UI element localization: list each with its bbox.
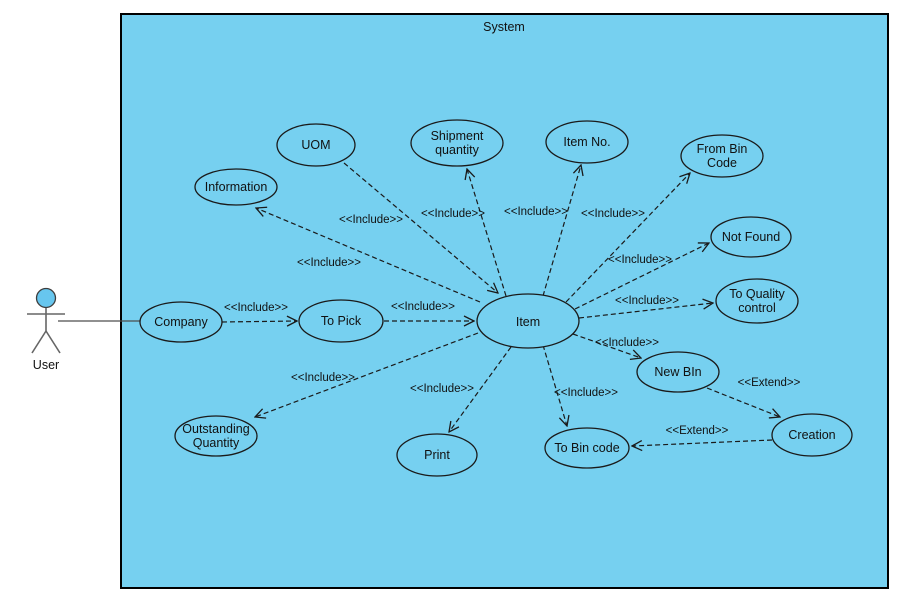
not-found-ellipse[interactable] (710, 216, 792, 258)
to-quality-control-ellipse[interactable] (715, 278, 799, 324)
edge-item-from-bin-code-include[interactable] (565, 173, 690, 303)
edge-label: <<Include>> (504, 206, 568, 218)
edge-creation-to-bin-code-extend[interactable] (632, 439, 773, 446)
use-case-label: control (738, 301, 776, 315)
edge-label: <<Include>> (554, 387, 618, 399)
actor-leg-left (31, 330, 47, 354)
company-ellipse[interactable] (139, 301, 223, 343)
use-case-label: Print (424, 448, 450, 462)
edge-label: <<Include>> (391, 301, 455, 313)
use-case-label: From Bin (697, 142, 748, 156)
use-case-new-bin[interactable]: New BIn (636, 351, 720, 393)
edge-labels: <<Include>> <<Include>> <<Include>> <<In… (224, 206, 801, 437)
edge-uom-item-include[interactable] (343, 162, 498, 293)
edge-item-to-quality-control-include[interactable] (578, 303, 713, 319)
edge-label: <<Include>> (608, 254, 672, 266)
actor-head (35, 287, 57, 309)
use-case-label: UOM (301, 138, 330, 152)
use-case-outstanding-quantity[interactable]: Outstanding Quantity (174, 415, 258, 457)
item-ellipse[interactable] (476, 293, 580, 349)
use-case-label: Creation (788, 428, 835, 442)
edge-label: <<Include>> (421, 208, 485, 220)
system-boundary-title: System (483, 20, 525, 34)
use-case-label: Code (707, 156, 737, 170)
actor-label: User (33, 358, 59, 372)
information-ellipse[interactable] (194, 168, 278, 206)
use-case-uom[interactable]: UOM (276, 123, 356, 167)
use-case-label: Quantity (193, 436, 240, 450)
use-case-item-no[interactable]: Item No. (545, 120, 629, 164)
edge-item-new-bin-include[interactable] (572, 333, 641, 358)
actor-leg-right (45, 330, 61, 354)
edge-label: <<Include>> (581, 208, 645, 220)
edge-label: <<Include>> (615, 295, 679, 307)
use-case-label: Company (154, 315, 208, 329)
use-case-to-bin-code[interactable]: To Bin code (544, 427, 630, 469)
edge-item-to-bin-code-include[interactable] (542, 344, 567, 426)
edge-item-shipment-quantity-include[interactable] (467, 169, 507, 297)
edge-label: <<Include>> (339, 214, 403, 226)
use-case-label: To Bin code (554, 441, 619, 455)
edge-item-print-include[interactable] (449, 346, 512, 432)
edge-label: <<Include>> (595, 337, 659, 349)
use-case-label: Information (205, 180, 268, 194)
edge-item-not-found-include[interactable] (574, 243, 709, 310)
edge-company-to-pick-include[interactable] (221, 321, 297, 322)
edge-label: <<Include>> (297, 257, 361, 269)
uom-ellipse[interactable] (276, 123, 356, 167)
use-case-label: To Quality (729, 287, 785, 301)
use-case-to-quality-control[interactable]: To Quality control (715, 278, 799, 324)
use-case-label: Item (516, 315, 540, 329)
item-no-ellipse[interactable] (545, 120, 629, 164)
edge-new-bin-creation-extend[interactable] (706, 387, 780, 417)
edge-label: <<Include>> (410, 383, 474, 395)
use-case-print[interactable]: Print (396, 433, 478, 477)
use-case-not-found[interactable]: Not Found (710, 216, 792, 258)
use-case-from-bin-code[interactable]: From Bin Code (680, 134, 764, 178)
use-case-label: Outstanding (182, 422, 249, 436)
outstanding-quantity-ellipse[interactable] (174, 415, 258, 457)
to-pick-ellipse[interactable] (298, 299, 384, 343)
new-bin-ellipse[interactable] (636, 351, 720, 393)
edge-item-item-no-include[interactable] (542, 165, 581, 297)
to-bin-code-ellipse[interactable] (544, 427, 630, 469)
use-case-to-pick[interactable]: To Pick (298, 299, 384, 343)
edge-label: <<Extend>> (738, 377, 801, 389)
use-case-label: quantity (435, 143, 480, 157)
use-case-label: Not Found (722, 230, 780, 244)
use-case-information[interactable]: Information (194, 168, 278, 206)
edge-label: <<Extend>> (666, 425, 729, 437)
edges (58, 162, 780, 446)
use-case-shipment-quantity[interactable]: Shipment quantity (410, 119, 504, 167)
edge-item-information-include[interactable] (256, 208, 481, 303)
use-case-label: New BIn (654, 365, 701, 379)
shipment-quantity-ellipse[interactable] (410, 119, 504, 167)
use-case-label: To Pick (321, 314, 362, 328)
use-case-label: Item No. (563, 135, 610, 149)
use-case-creation[interactable]: Creation (771, 413, 853, 457)
use-case-company[interactable]: Company (139, 301, 223, 343)
use-case-item[interactable]: Item (476, 293, 580, 349)
from-bin-code-ellipse[interactable] (680, 134, 764, 178)
creation-ellipse[interactable] (771, 413, 853, 457)
edge-label: <<Include>> (291, 372, 355, 384)
use-case-label: Shipment (431, 129, 484, 143)
print-ellipse[interactable] (396, 433, 478, 477)
actor-user[interactable]: User (27, 287, 65, 373)
edge-label: <<Include>> (224, 302, 288, 314)
